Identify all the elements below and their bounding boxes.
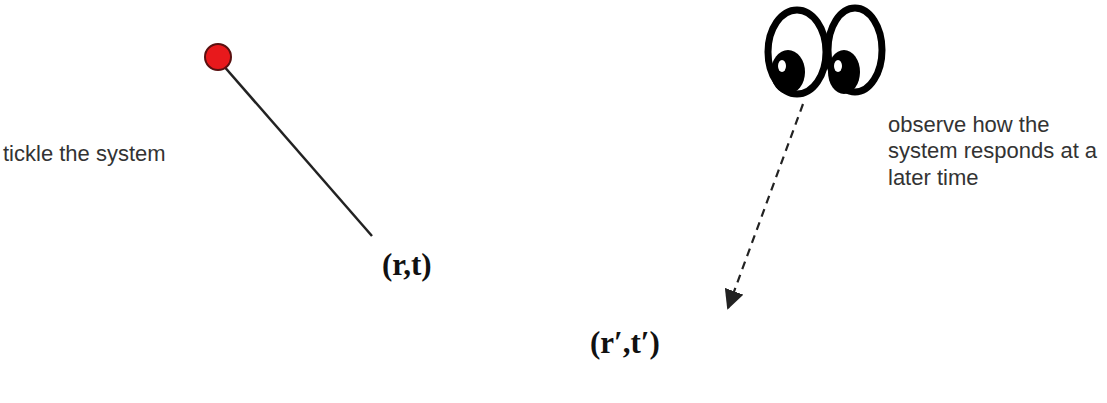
probe-stick xyxy=(222,64,372,236)
observation-arrow xyxy=(728,104,803,308)
region-outline xyxy=(290,86,800,403)
coordinate-label: (r,t) xyxy=(382,248,432,282)
response-region: (r,t) (r′,t′) xyxy=(290,86,800,403)
eyes-icon xyxy=(768,8,882,94)
coordinate-label: (r′,t′) xyxy=(590,326,660,360)
probe-ball xyxy=(205,44,231,70)
annotation-text: observe how the system responds at a lat… xyxy=(888,112,1100,191)
annotation-text: tickle the system xyxy=(3,141,223,167)
